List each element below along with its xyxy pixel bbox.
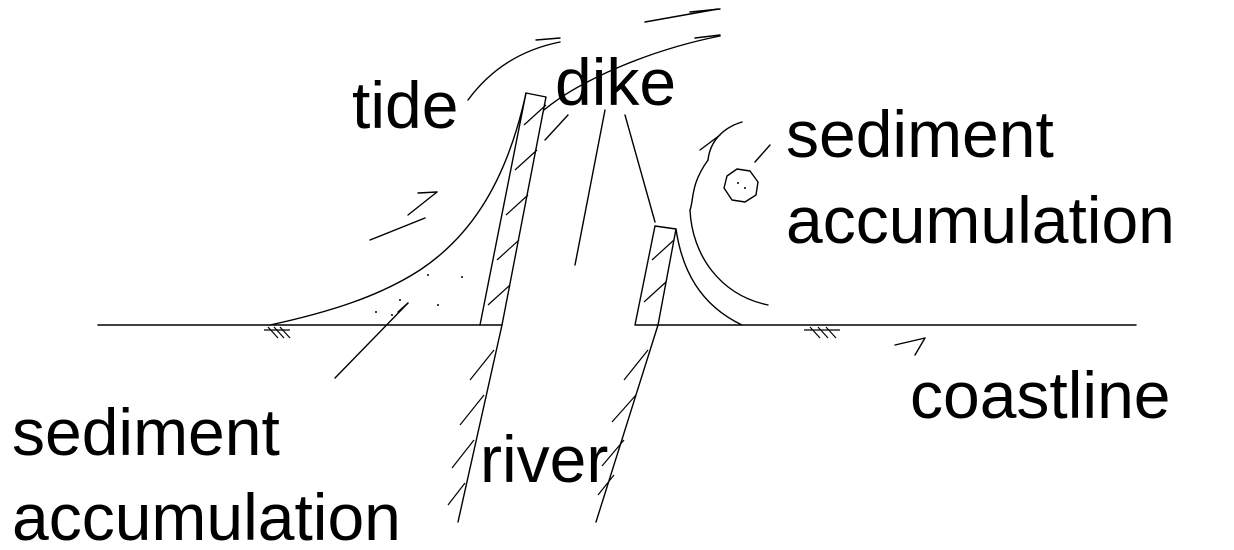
sediment-left-label-line2: accumulation — [12, 480, 401, 550]
coastline-label: coastline — [910, 358, 1171, 432]
sediment-right-label-line2: accumulation — [786, 183, 1175, 257]
dike-label: dike — [555, 45, 676, 119]
tide-label: tide — [352, 68, 458, 142]
sediment-particle-icon — [723, 168, 759, 203]
coastline-hatch — [264, 326, 840, 339]
sediment-mound-left — [269, 92, 527, 326]
sediment-right-label-line1: sediment — [786, 97, 1054, 171]
tide-flow-lines — [369, 8, 721, 241]
leader-lines — [334, 109, 926, 379]
dike-left — [479, 92, 547, 326]
sediment-mound-right — [675, 121, 769, 326]
river-label: river — [480, 422, 608, 496]
dike-right — [634, 225, 677, 326]
sediment-left-label-line1: sediment — [12, 395, 280, 469]
river-banks — [447, 324, 659, 523]
